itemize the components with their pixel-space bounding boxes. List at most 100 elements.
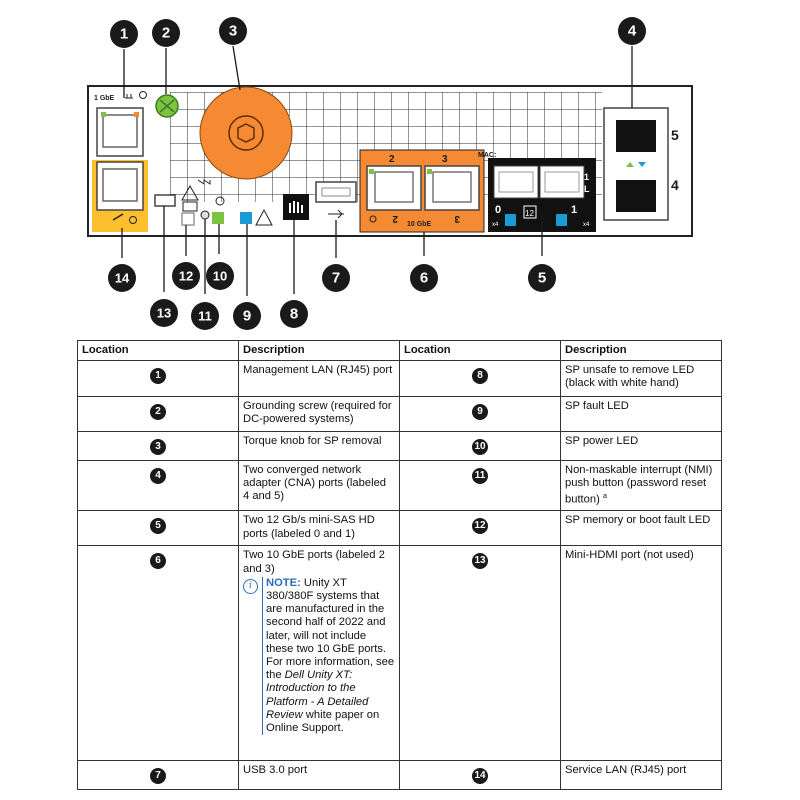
note-text-end: white paper on Online Support. <box>266 708 380 734</box>
location-number: 5 <box>150 518 166 535</box>
nmi-book-icon <box>182 201 198 212</box>
grounding-screw <box>155 94 179 118</box>
svg-text:3: 3 <box>229 23 237 40</box>
callout-3: 3 <box>219 17 247 45</box>
nmi-bowtie-icon <box>197 179 211 185</box>
table-row: 7 USB 3.0 port 14 Service LAN (RJ45) por… <box>77 760 722 791</box>
svg-text:12: 12 <box>179 269 193 284</box>
mini-sas-port-0[interactable] <box>493 165 539 199</box>
power-symbol-icon <box>215 196 225 206</box>
location-number: 12 <box>472 518 488 535</box>
service-symbol-icon <box>129 216 137 224</box>
callout-13: 13 <box>150 299 178 327</box>
description-cell: SP power LED <box>560 431 722 461</box>
network-icon <box>125 94 133 99</box>
svg-text:5: 5 <box>538 270 546 287</box>
sas-0-led <box>505 214 516 226</box>
note-doc-title: Dell Unity XT: Introduction to the Platf… <box>266 669 369 721</box>
description-cell: Management LAN (RJ45) port <box>238 360 400 397</box>
description-cell: SP fault LED <box>560 396 722 432</box>
info-icon: i <box>243 578 258 594</box>
table-header-row: Location Description Location Descriptio… <box>77 340 722 361</box>
table-row: 1 Management LAN (RJ45) port 8 SP unsafe… <box>77 360 722 397</box>
description-cell: Torque knob for SP removal <box>238 431 400 461</box>
callout-8: 8 <box>280 300 308 328</box>
callout-14: 14 <box>108 264 136 292</box>
description-cell: Grounding screw (required for DC-powered… <box>238 396 400 432</box>
svg-text:1: 1 <box>120 26 128 43</box>
sas-x4-label-a: x4 <box>492 222 499 228</box>
cna-port-4[interactable] <box>616 180 656 212</box>
sfp-l-label: L <box>584 184 590 194</box>
description-cell: SP unsafe to remove LED (black with whit… <box>560 360 722 397</box>
location-number: 4 <box>150 468 166 484</box>
ground-symbol-icon <box>139 91 147 99</box>
note-heading: NOTE: <box>266 576 301 589</box>
mini-sas-port-1[interactable] <box>539 165 585 199</box>
description-cell: Two 12 Gb/s mini-SAS HD ports (labeled 0… <box>238 510 400 547</box>
location-number: 9 <box>472 404 488 420</box>
nmi-warning-icon <box>181 184 199 201</box>
description-header: Description <box>238 340 400 361</box>
location-number: 6 <box>150 553 166 570</box>
svg-text:14: 14 <box>115 271 130 286</box>
unsafe-to-remove-led <box>283 194 309 220</box>
location-number: 3 <box>150 439 166 455</box>
svg-text:6: 6 <box>420 270 428 287</box>
port-2-symbol-icon <box>369 215 377 223</box>
sp-power-led <box>212 212 224 224</box>
cna-5-label: 5 <box>671 127 679 143</box>
description-cell: Service LAN (RJ45) port <box>560 760 722 791</box>
table-row: 3 Torque knob for SP removal 10 SP power… <box>77 431 722 461</box>
service-lan-port[interactable] <box>96 161 144 211</box>
sfp-1-label: 1 <box>584 172 589 182</box>
usb-port[interactable] <box>315 181 357 203</box>
port-3-flipped-label: 3 <box>454 213 460 224</box>
svg-text:7: 7 <box>332 270 340 287</box>
svg-text:4: 4 <box>628 23 637 40</box>
location-number: 13 <box>472 553 488 570</box>
sas-12-label: 12 <box>525 209 534 218</box>
location-header: Location <box>399 340 561 361</box>
port-3-label: 3 <box>442 154 448 165</box>
ten-gbe-port-3[interactable] <box>424 165 480 211</box>
callout-9: 9 <box>233 302 261 330</box>
description-cell: Non-maskable interrupt (NMI) push button… <box>560 459 722 512</box>
location-number: 7 <box>150 768 166 785</box>
description-cell: USB 3.0 port <box>238 760 400 791</box>
usb-icon <box>328 209 344 219</box>
sp-rear-panel-diagram: 1 GbE 2 3 2 10 GbE 3 MAC: <box>87 17 693 330</box>
sp-fault-led <box>240 212 252 224</box>
torque-knob[interactable] <box>199 86 293 180</box>
sp-memory-boot-fault-led <box>181 212 195 226</box>
callout-6: 6 <box>410 264 438 292</box>
svg-text:11: 11 <box>198 309 212 324</box>
mini-hdmi-port[interactable] <box>154 194 176 207</box>
svg-text:8: 8 <box>290 306 298 323</box>
description-header: Description <box>560 340 722 361</box>
note-callout: i NOTE: Unity XT 380/380F systems that a… <box>243 576 395 736</box>
location-number: 8 <box>472 368 488 384</box>
location-number: 2 <box>150 404 166 420</box>
location-number: 14 <box>472 768 488 785</box>
management-lan-port[interactable] <box>96 107 144 157</box>
callout-2: 2 <box>152 19 180 47</box>
cna-port-5[interactable] <box>616 120 656 152</box>
nmi-button[interactable] <box>200 210 210 220</box>
fault-warning-icon <box>255 208 273 226</box>
location-number: 11 <box>472 468 488 484</box>
svg-text:10: 10 <box>213 269 227 284</box>
description-cell: Two converged network adapter (CNA) port… <box>238 459 400 512</box>
svg-text:13: 13 <box>157 306 171 321</box>
sas-1-led <box>556 214 567 226</box>
location-number: 1 <box>150 368 166 384</box>
table-row: 5 Two 12 Gb/s mini-SAS HD ports (labeled… <box>77 510 722 547</box>
cna-link-led-blue-icon <box>638 162 646 167</box>
ten-gbe-port-2[interactable] <box>366 165 422 211</box>
svg-text:2: 2 <box>162 25 170 42</box>
one-gbe-label: 1 GbE <box>94 95 115 102</box>
table-row: 4 Two converged network adapter (CNA) po… <box>77 459 722 512</box>
ten-gbe-description: Two 10 GbE ports (labeled 2 and 3) <box>243 549 385 575</box>
description-cell: SP memory or boot fault LED <box>560 510 722 547</box>
cna-4-label: 4 <box>671 177 679 193</box>
